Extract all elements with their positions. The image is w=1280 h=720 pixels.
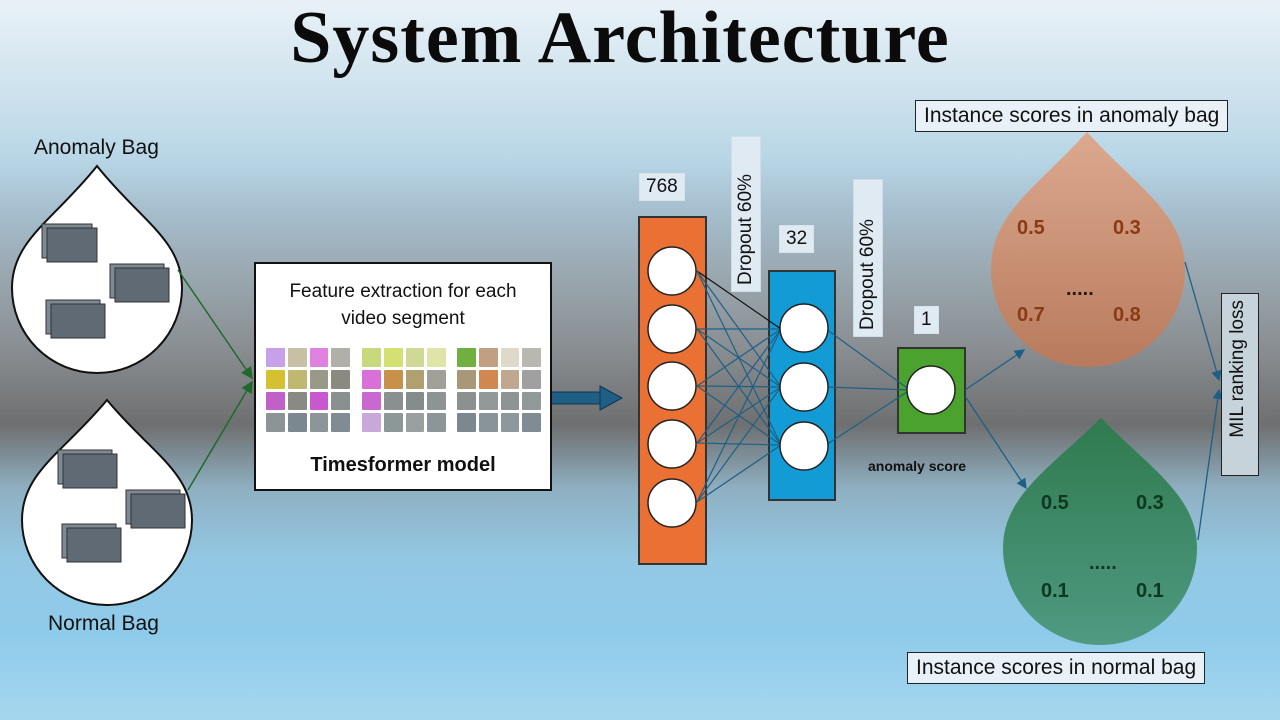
dropout-label-1: Dropout 60% <box>731 136 761 292</box>
anomaly-scores-label: Instance scores in anomaly bag <box>915 100 1229 132</box>
normal-score-4: 0.1 <box>1136 580 1164 602</box>
feature-description: Feature extraction for each video segmen… <box>256 278 550 332</box>
output-to-anomaly-arrow <box>964 349 1026 391</box>
anomaly-score-2: 0.3 <box>1113 217 1141 239</box>
normal-score-1: 0.5 <box>1041 492 1069 514</box>
dropout-label-2: Dropout 60% <box>853 179 883 337</box>
feature-to-network-arrow <box>539 385 624 411</box>
normal-scores-drop <box>1003 418 1197 645</box>
frame-grid-1 <box>266 348 350 432</box>
normal-bag-label: Normal Bag <box>48 612 159 635</box>
input-neurons <box>647 246 697 528</box>
anomaly-to-feature-arrow <box>177 269 253 380</box>
input-size-label: 768 <box>639 173 685 201</box>
hidden-neurons <box>779 303 829 471</box>
anomaly-score-3: 0.7 <box>1017 304 1045 326</box>
anomaly-score-4: 0.8 <box>1113 304 1141 326</box>
frame-grid-2 <box>362 348 446 432</box>
hidden-output-connections <box>825 328 911 446</box>
output-neuron <box>906 365 956 415</box>
input-hidden-connections <box>696 270 782 503</box>
frame-grid-3 <box>457 348 541 432</box>
hidden-size-label: 32 <box>779 225 815 253</box>
normal-to-feature-arrow <box>187 380 253 491</box>
feature-line-2: video segment <box>341 308 465 329</box>
output-to-normal-arrow <box>964 395 1027 490</box>
normal-video-clips <box>57 449 186 563</box>
anomaly-scores-drop <box>991 132 1185 367</box>
mil-ranking-loss-box: MIL ranking loss <box>1221 293 1259 476</box>
anomaly-score-caption: anomaly score <box>868 458 967 474</box>
normal-score-3: 0.1 <box>1041 580 1069 602</box>
output-size-label: 1 <box>914 306 939 334</box>
feature-extraction-box: Feature extraction for each video segmen… <box>254 262 552 491</box>
normal-scores-label: Instance scores in normal bag <box>907 652 1206 684</box>
anomaly-score-ellipsis: ..... <box>1066 278 1094 300</box>
normal-score-ellipsis: ..... <box>1089 552 1117 574</box>
page-title: System Architecture <box>290 0 950 79</box>
normal-score-2: 0.3 <box>1136 492 1164 514</box>
feature-line-1: Feature extraction for each <box>289 281 517 302</box>
anomaly-video-clips <box>41 223 170 339</box>
mil-ranking-loss-label: MIL ranking loss <box>1227 300 1248 438</box>
model-name: Timesformer model <box>310 454 496 476</box>
anomaly-to-loss-arrow <box>1184 261 1222 382</box>
anomaly-score-1: 0.5 <box>1017 217 1045 239</box>
anomaly-bag-label: Anomaly Bag <box>34 136 159 159</box>
normal-to-loss-arrow <box>1197 388 1223 541</box>
